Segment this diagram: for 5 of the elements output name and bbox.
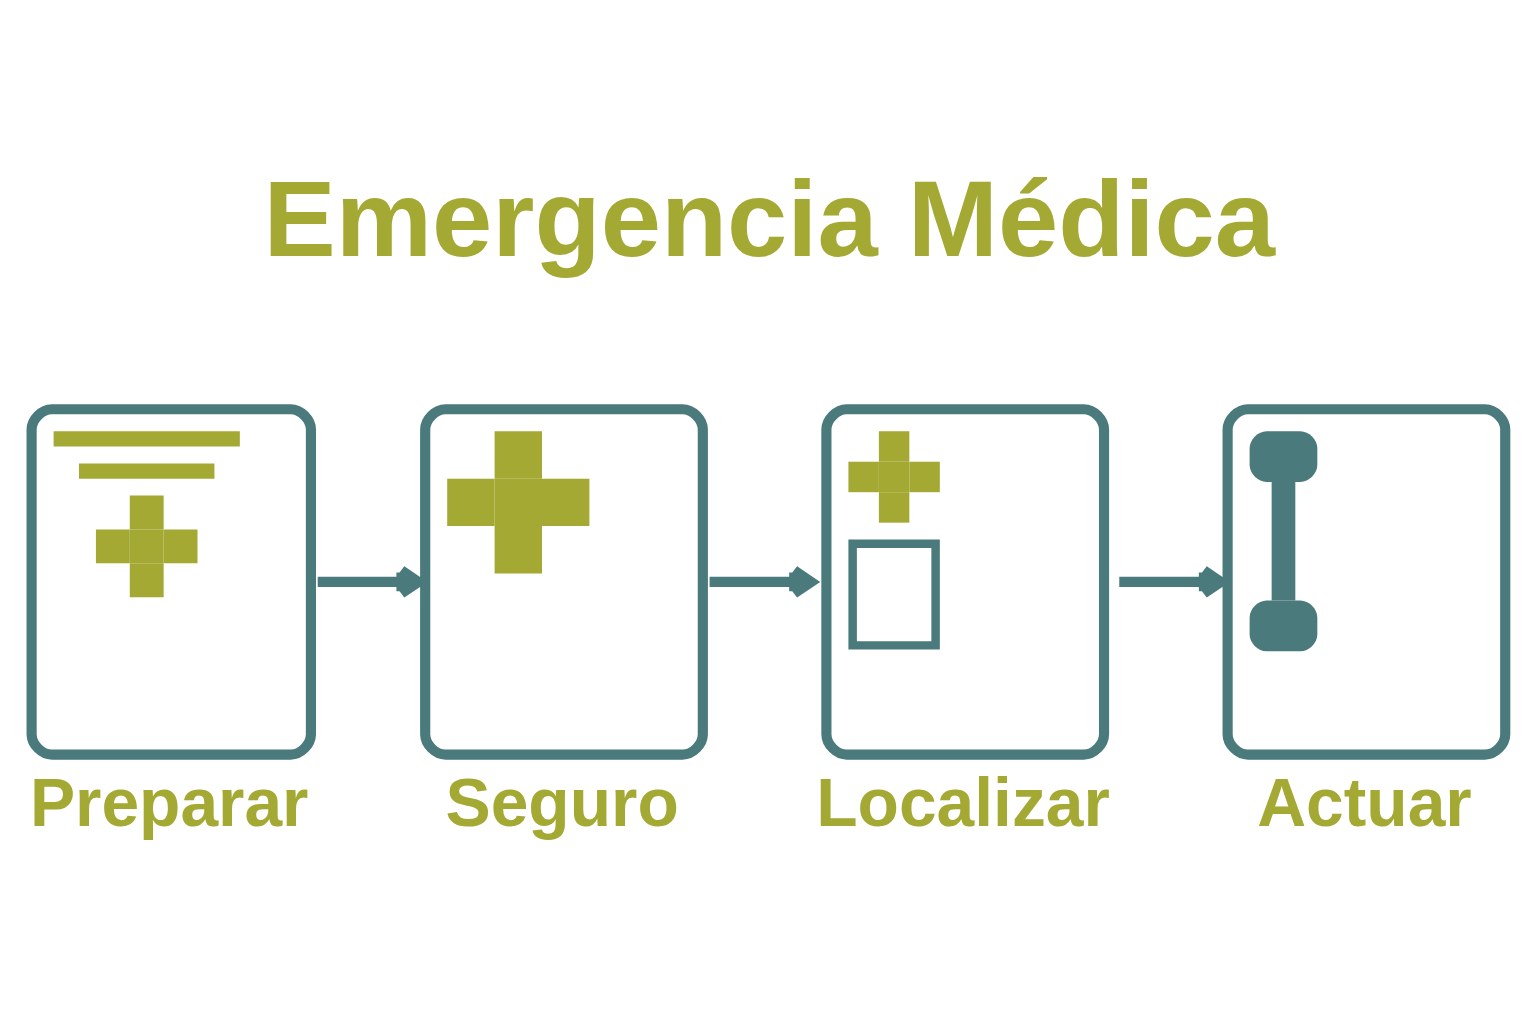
diagram-title: Emergencia Médica [263,157,1276,279]
node-label: Preparar [29,764,309,840]
node-label: Actuar [1257,764,1472,840]
node-label: Localizar [816,764,1110,840]
node-label: Seguro [445,764,679,840]
